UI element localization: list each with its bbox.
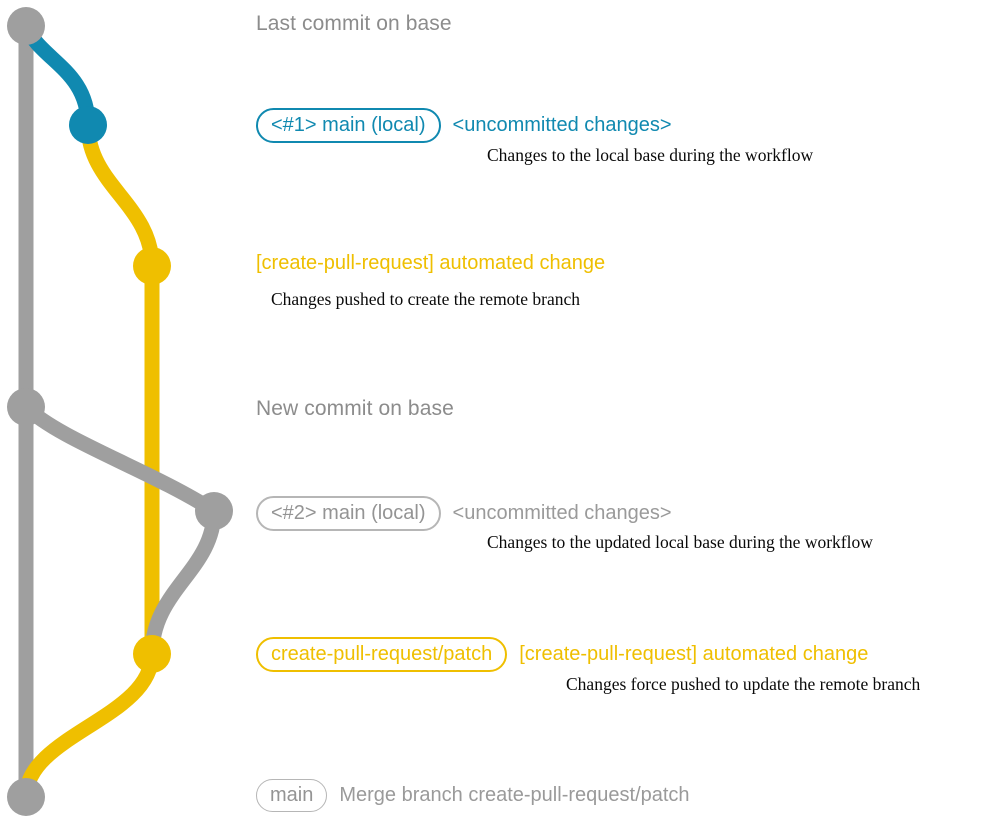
commit-node-remote-create [133,247,171,285]
commit-node-local-2 [195,492,233,530]
commit-subject-local-1: <uncommitted changes> [452,114,672,136]
commit-node-base-merge [7,778,45,816]
updated-local-to-remote-path [144,503,222,662]
updated-local-branch-path [18,399,222,519]
ref-badge-create-pull-request-patch[interactable]: create-pull-request/patch [256,637,508,672]
commit-node-base-last [7,7,45,45]
remote-create-path [80,117,160,274]
graph-row-local-1: <#1> main (local) <uncommitted changes> [256,108,672,143]
commit-subject-merge: Merge branch create-pull-request/patch [339,784,690,806]
commit-description-remote-create: Changes pushed to create the remote bran… [271,289,581,309]
ref-badge-main-local-2[interactable]: <#2> main (local) [256,496,441,531]
graph-row-new-commit: New commit on base [256,397,454,421]
graph-row-merge: main Merge branch create-pull-request/pa… [256,779,690,812]
ref-badge-main[interactable]: main [256,779,328,812]
commit-subject-local-2: <uncommitted changes> [452,502,672,524]
graph-row-remote-force: create-pull-request/patch [create-pull-r… [256,637,868,672]
commit-description-remote-force: Changes force pushed to update the remot… [566,674,921,694]
commit-subject-new-commit: New commit on base [256,397,454,420]
commit-node-local-1 [69,106,107,144]
commit-node-base-new [7,388,45,426]
graph-row-last-commit: Last commit on base [256,12,452,36]
graph-row-local-2: <#2> main (local) <uncommitted changes> [256,496,672,531]
commit-subject-remote-force: [create-pull-request] automated change [519,643,869,665]
ref-badge-main-local-1[interactable]: <#1> main (local) [256,108,441,143]
commit-subject-last-commit: Last commit on base [256,12,452,35]
graph-row-remote-create: [create-pull-request] automated change [256,253,605,273]
commit-subject-remote-create: [create-pull-request] automated change [256,252,606,274]
commit-description-local-2: Changes to the updated local base during… [487,532,873,552]
remote-merge-path [18,646,160,805]
commit-node-remote-force [133,635,171,673]
commit-description-local-1: Changes to the local base during the wor… [487,145,814,165]
